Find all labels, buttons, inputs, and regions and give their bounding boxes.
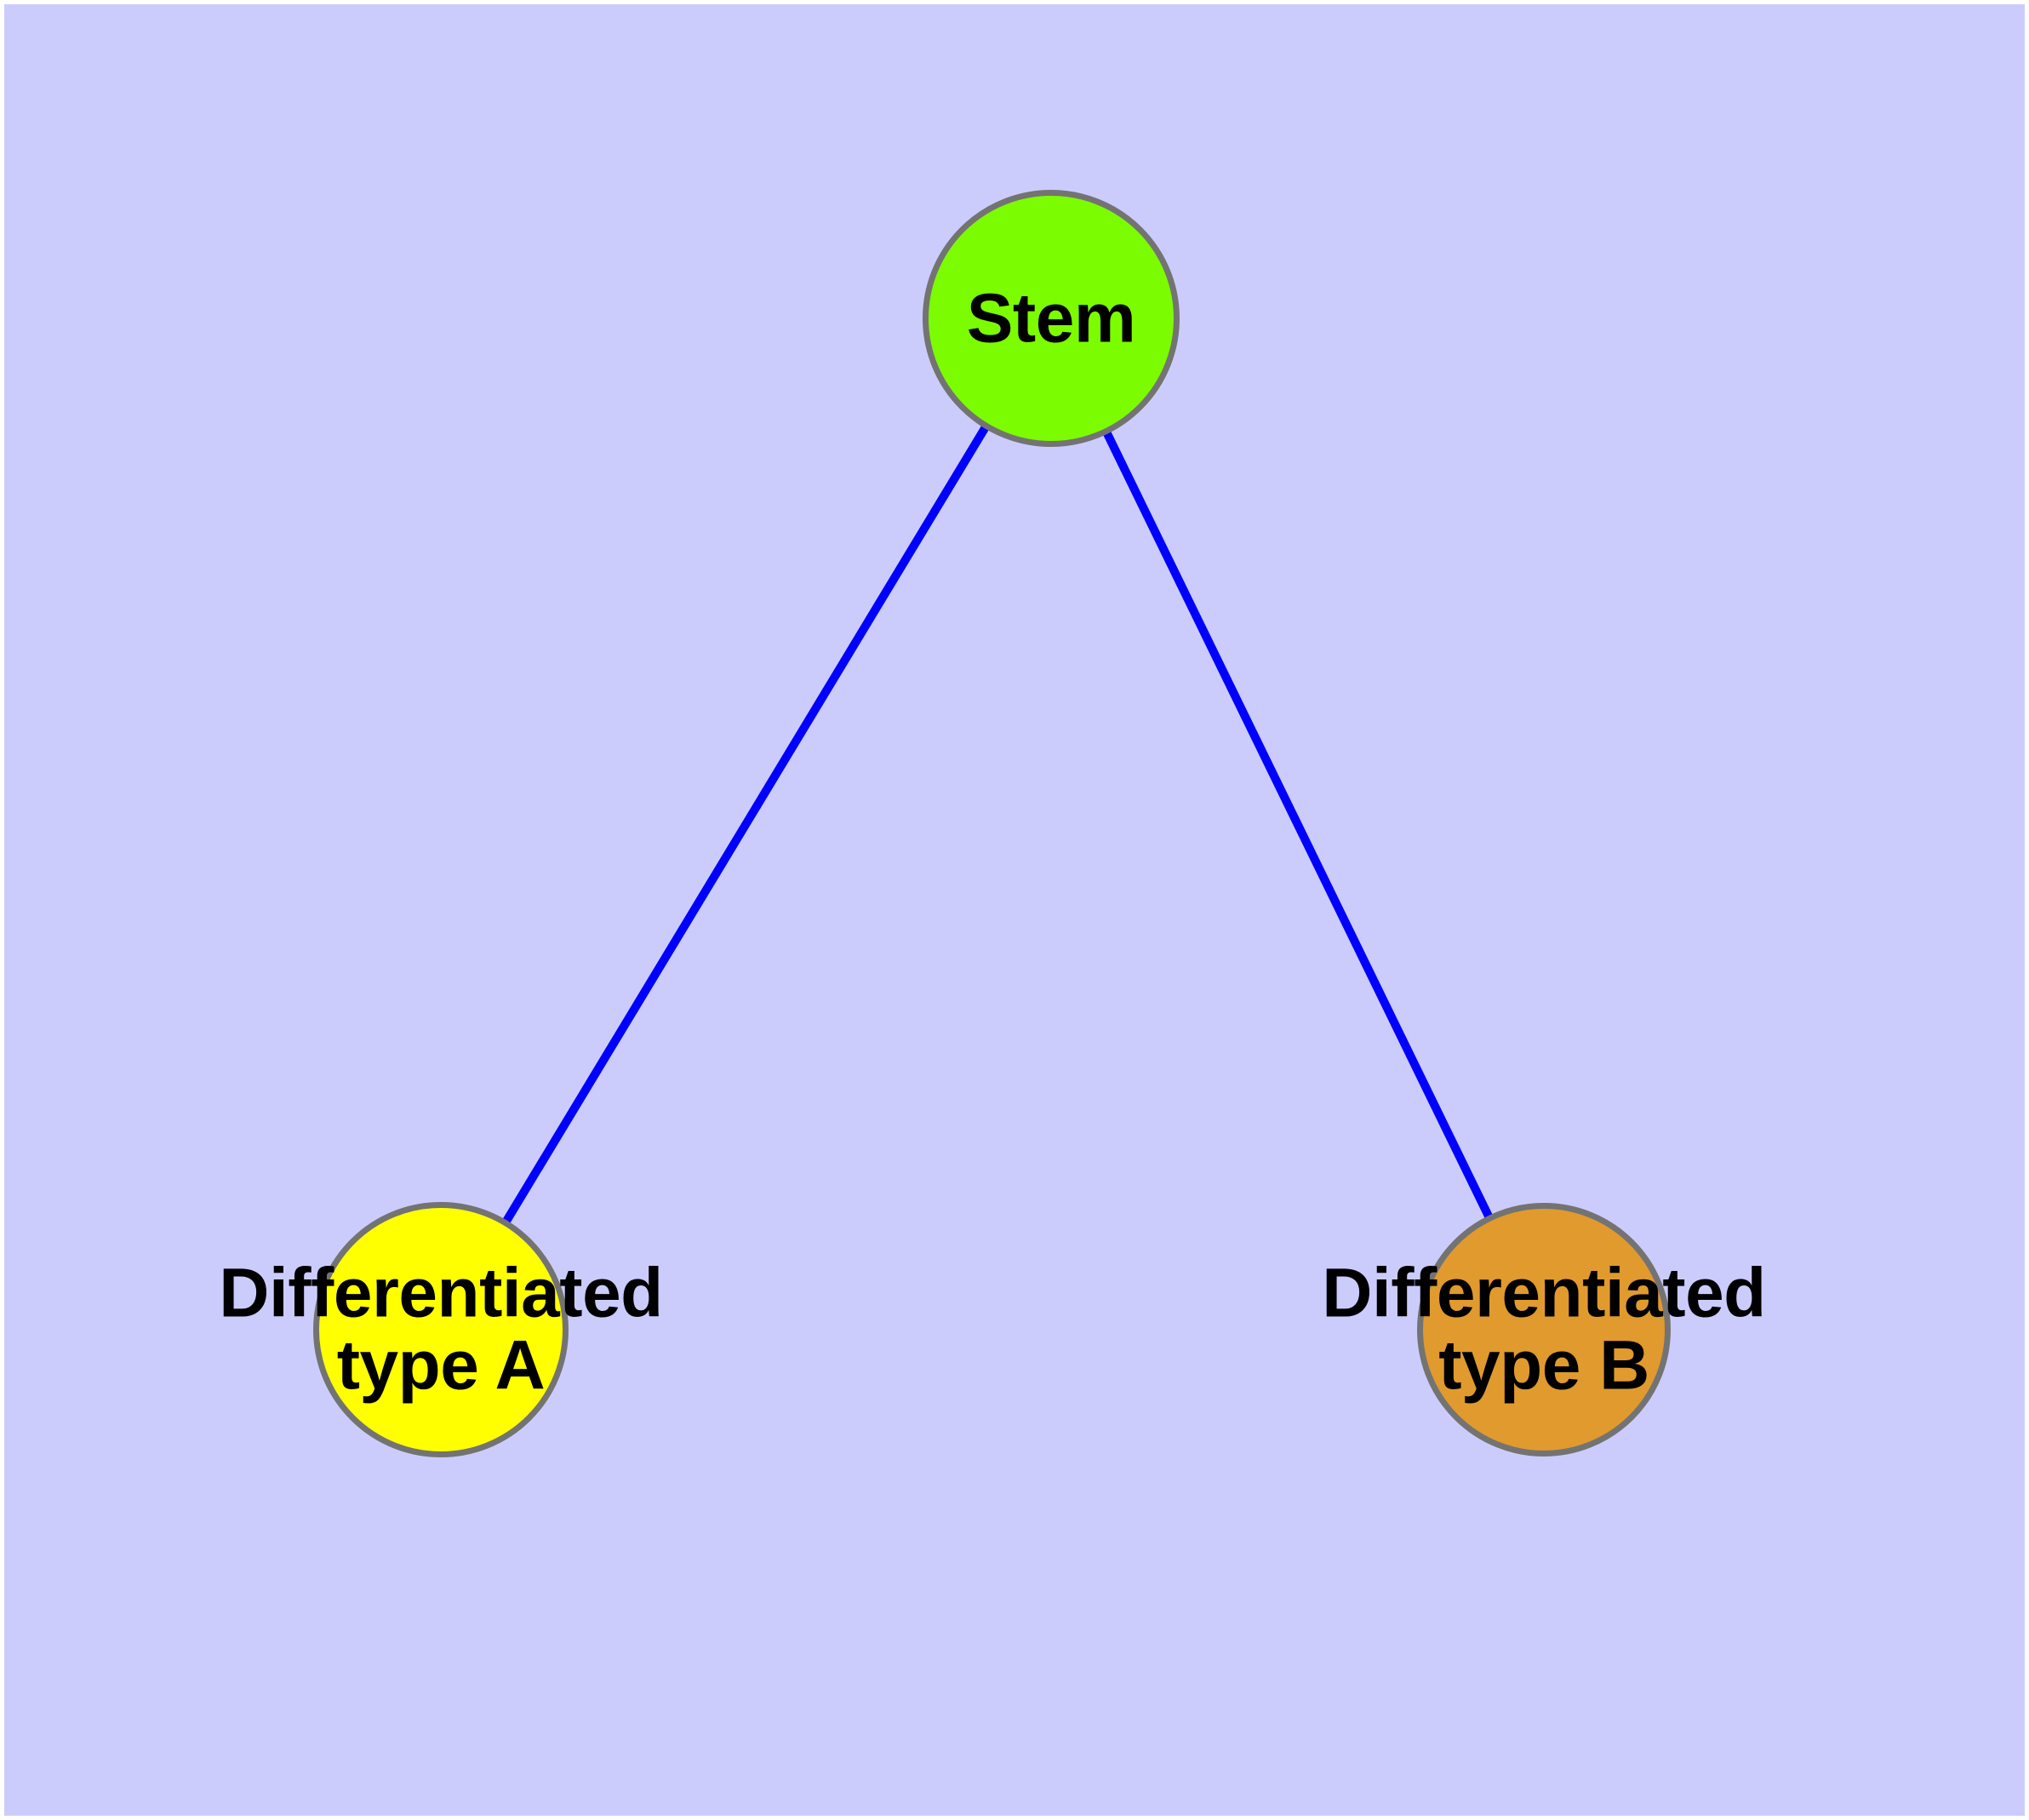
- node-differentiated-type-a[interactable]: [313, 1202, 569, 1457]
- edge-stem-to-differentiated-type-a[interactable]: [437, 316, 1055, 1332]
- edge-layer: [437, 316, 1548, 1332]
- node-layer: [313, 190, 1671, 1457]
- edge-stem-to-differentiated-type-b[interactable]: [1047, 316, 1548, 1332]
- node-differentiated-type-b[interactable]: [1417, 1203, 1671, 1457]
- node-stem[interactable]: [923, 190, 1180, 447]
